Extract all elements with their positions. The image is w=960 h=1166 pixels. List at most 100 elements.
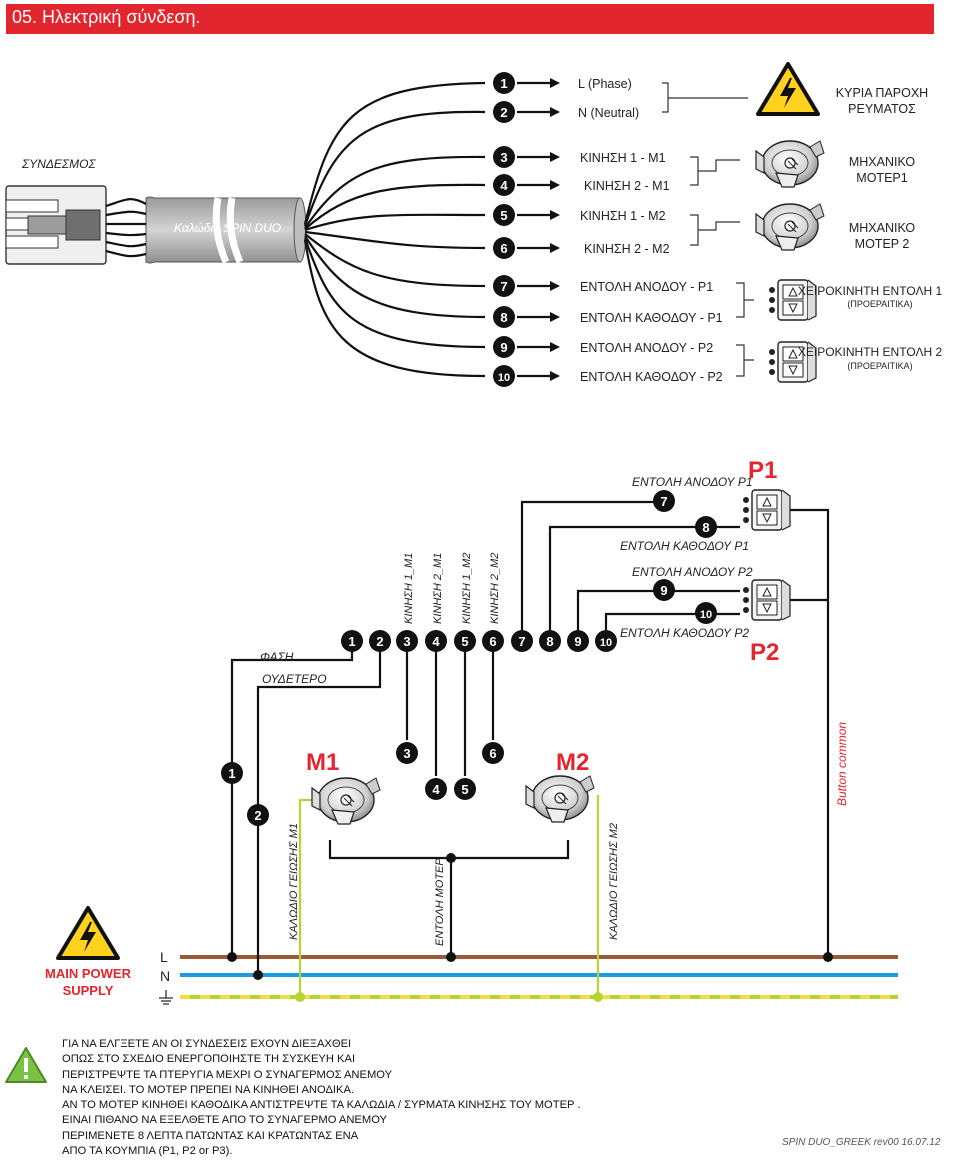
motor-command-label: ΕΝΤΟΛΗ ΜΟΤΕΡ <box>434 858 446 946</box>
pin-number-badge-text: 9 <box>500 340 507 355</box>
connector-block <box>5 185 107 265</box>
terminal-badge-text: 6 <box>489 746 496 761</box>
terminal-badge-text: 4 <box>432 634 440 649</box>
p1-up-label: ΕΝΤΟΛΗ ΑΝΟΔΟΥ P1 <box>632 475 753 489</box>
pin-number-badge: 7 <box>493 275 515 297</box>
pin-number-badge: 10 <box>493 365 515 387</box>
motor-m2-icon <box>525 775 595 823</box>
terminal-badge-text: 6 <box>489 634 496 649</box>
terminal-badge: 1 <box>221 762 243 784</box>
group-brackets <box>662 82 754 377</box>
terminal-badge-text: 10 <box>600 637 612 649</box>
note-line: ΠΕΡΙΣΤΡΕΨΤΕ ΤΑ ΠΤΕΡΥΓΙΑ ΜΕΧΡΙ Ο ΣΥΝΑΓΕΡΜ… <box>62 1068 393 1081</box>
vertical-label-2: ΚΙΝΗΣΗ 2_M1 <box>432 553 444 624</box>
switch-p2-icon <box>742 579 791 621</box>
terminal-badge-text: 8 <box>702 520 709 535</box>
p2-down-label: ΕΝΤΟΛΗ ΚΑΘΟΔΟΥ P2 <box>620 626 749 640</box>
switch-p1-icon <box>742 489 791 531</box>
terminal-badge-text: 9 <box>660 583 667 598</box>
motor-m1-icon <box>311 777 381 825</box>
line-n-label: N <box>160 968 170 984</box>
pin-number-badge: 1 <box>493 72 515 94</box>
pin-number-badge-text: 6 <box>500 241 507 256</box>
earth-m1-label: ΚΑΛΩΔΙΟ ΓΕΙΩΣΗΣ M1 <box>288 823 300 940</box>
motor-1-icon <box>755 140 825 188</box>
instructions-notes: ΓΙΑ ΝΑ ΕΛΓΞΕΤΕ ΑΝ ΟΙ ΣΥΝΔΕΣΕΙΣ ΕΧΟΥΝ ΔΙΕ… <box>62 1037 762 1159</box>
pin-number-badge-text: 2 <box>500 105 507 120</box>
m1-title: M1 <box>306 749 339 776</box>
terminal-badge: 5 <box>454 778 476 800</box>
note-line: ΓΙΑ ΝΑ ΕΛΓΞΕΤΕ ΑΝ ΟΙ ΣΥΝΔΕΣΕΙΣ ΕΧΟΥΝ ΔΙΕ… <box>62 1038 352 1050</box>
terminal-badge-text: 7 <box>660 494 667 509</box>
pin-number-badge-text: 8 <box>500 310 507 325</box>
arrow-head-icon <box>550 107 560 117</box>
m2-title: M2 <box>556 749 589 776</box>
button-common-label: Button common <box>835 722 849 806</box>
terminal-badge: 6 <box>482 630 504 652</box>
supply-lines <box>180 955 898 999</box>
arrow-head-icon <box>550 342 560 352</box>
group-manual2-sub: (ΠΡΟΕΡΑΙΤΙΚΑ) <box>847 361 912 371</box>
high-voltage-icon <box>756 62 820 116</box>
terminal-badge-text: 5 <box>461 634 468 649</box>
pin-description: ΕΝΤΟΛΗ ΚΑΘΟΔΟΥ - P1 <box>580 311 723 325</box>
pin-number-badge: 9 <box>493 336 515 358</box>
page-title: 05. Ηλεκτρική σύνδεση. <box>12 7 201 27</box>
terminal-badge: 7 <box>653 490 675 512</box>
terminal-badge: 8 <box>539 630 561 652</box>
terminal-badge: 8 <box>695 516 717 538</box>
terminal-badge-text: 8 <box>546 634 553 649</box>
pin-description: ΚΙΝΗΣΗ 2 - M2 <box>584 242 670 256</box>
pin-number-badge: 5 <box>493 204 515 226</box>
note-line: ΑΠΟ ΤΑ ΚΟΥΜΠΙΑ (P1, P2 or P3). <box>62 1145 233 1158</box>
arrow-head-icon <box>550 180 560 190</box>
terminal-badge: 3 <box>396 742 418 764</box>
pin-description: ΕΝΤΟΛΗ ΑΝΟΔΟΥ - P2 <box>580 341 713 355</box>
p1-down-label: ΕΝΤΟΛΗ ΚΑΘΟΔΟΥ P1 <box>620 539 749 553</box>
terminal-badge-text: 10 <box>700 609 712 621</box>
earth-m2-label: ΚΑΛΩΔΙΟ ΓΕΙΩΣΗΣ M2 <box>608 823 620 940</box>
pin-number-badge-text: 7 <box>500 279 507 294</box>
terminal-badge-text: 7 <box>518 634 525 649</box>
group-manual1-label: ΧΕΙΡΟΚΙΝΗΤΗ ΕΝΤΟΛΗ 1 <box>798 284 943 298</box>
terminal-badge-text: 4 <box>432 782 440 797</box>
vertical-label-1: ΚΙΝΗΣΗ 1_M1 <box>403 553 415 624</box>
pin-number-badge: 8 <box>493 306 515 328</box>
p2-up-label: ΕΝΤΟΛΗ ΑΝΟΔΟΥ P2 <box>632 565 753 579</box>
pin-description: ΚΙΝΗΣΗ 1 - M2 <box>580 209 666 223</box>
pin-number-badge: 2 <box>493 101 515 123</box>
terminal-badge-text: 1 <box>228 766 235 781</box>
arrow-head-icon <box>550 210 560 220</box>
terminal-badge: 2 <box>369 630 391 652</box>
main-supply-warning-icon <box>56 906 120 960</box>
p2-title: P2 <box>750 639 779 666</box>
pin-number-badge-text: 4 <box>500 178 508 193</box>
pin-number-badge: 6 <box>493 237 515 259</box>
note-line: ΝΑ ΚΛΕΙΣΕΙ. ΤΟ ΜΟΤΕΡ ΠΡΕΠΕΙ ΝΑ ΚΙΝΗΘΕΙ Α… <box>62 1083 355 1096</box>
cable-label: Καλώδιο SPIN DUO <box>174 221 281 235</box>
note-line: ΑΝ ΤΟ ΜΟΤΕΡ ΚΙΝΗΘΕΙ ΚΑΘΟΔΙΚΑ ΑΝΤΙΣΤΡΕΨΤΕ… <box>62 1099 581 1112</box>
connector-label: ΣΥΝΔΕΣΜΟΣ <box>21 157 96 171</box>
pin-description: L (Phase) <box>578 77 632 91</box>
terminal-badge: 9 <box>653 579 675 601</box>
pin-description: ΚΙΝΗΣΗ 2 - M1 <box>584 179 670 193</box>
terminal-badge: 9 <box>567 630 589 652</box>
pin-description: ΚΙΝΗΣΗ 1 - M1 <box>580 151 666 165</box>
pin-description: ΕΝΤΟΛΗ ΚΑΘΟΔΟΥ - P2 <box>580 370 723 384</box>
terminal-badge: 10 <box>595 630 617 652</box>
note-line: ΠΕΡΙΜΕΝΕΤΕ 8 ΛΕΠΤΑ ΠΑΤΩΝΤΑΣ ΚΑΙ ΚΡΑΤΩΝΤΑ… <box>62 1129 359 1142</box>
junction-dots <box>227 853 833 1002</box>
group-manual2-label: ΧΕΙΡΟΚΙΝΗΤΗ ΕΝΤΟΛΗ 2 <box>798 345 943 359</box>
terminal-badge-text: 9 <box>574 634 581 649</box>
terminal-badge-text: 1 <box>348 634 355 649</box>
terminal-badge-text: 2 <box>254 808 261 823</box>
note-line: ΕΙΝΑΙ ΠΙΘΑΝΟ ΝΑ ΕΞΕΛΘΕΤΕ ΑΠΟ ΤΟ ΣΥΝΑΓΕΡΜ… <box>62 1114 388 1127</box>
terminal-badge-text: 2 <box>376 634 383 649</box>
terminal-badge-text: 3 <box>403 746 410 761</box>
terminal-badge: 4 <box>425 778 447 800</box>
terminal-badge: 6 <box>482 742 504 764</box>
terminal-badge: 4 <box>425 630 447 652</box>
earth-symbol-icon <box>159 990 173 1005</box>
